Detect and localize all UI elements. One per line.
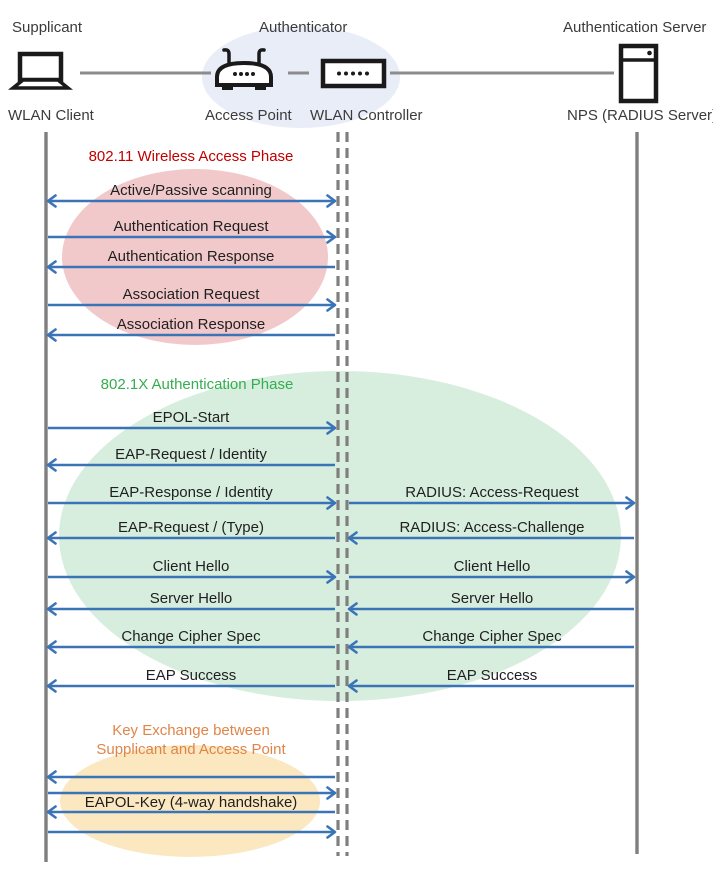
laptop-icon: [8, 51, 73, 90]
phase3-title-line2: Supplicant and Access Point: [96, 741, 286, 758]
msg-label-client-hello-left: Client Hello: [152, 558, 230, 575]
phase1-title: 802.11 Wireless Access Phase: [88, 148, 294, 165]
msg-label-eap-response-identity: EAP-Response / Identity: [109, 484, 273, 501]
role-label-authenticator: Authenticator: [259, 19, 348, 36]
msg-label-eap-request-identity: EAP-Request / Identity: [115, 446, 267, 463]
msg-label-eap-success-right: EAP Success: [446, 667, 538, 684]
device-label-wlan-controller: WLAN Controller: [310, 107, 423, 124]
device-label-nps-radius: NPS (RADIUS Server): [567, 107, 713, 124]
phase2-title: 802.1X Authentication Phase: [100, 376, 294, 393]
msg-label-radius-access-request: RADIUS: Access-Request: [405, 484, 579, 501]
wlan-controller-icon: [320, 58, 387, 89]
msg-label-client-hello-right: Client Hello: [453, 558, 531, 575]
phase3-title: Key Exchange between Supplicant and Acce…: [46, 721, 336, 759]
phase3-ellipse: [60, 745, 320, 857]
server-icon: [618, 43, 659, 104]
msg-label-change-cipher-left: Change Cipher Spec: [121, 628, 261, 645]
msg-label-radius-access-challenge: RADIUS: Access-Challenge: [399, 519, 585, 536]
msg-label-auth-request: Authentication Request: [113, 218, 269, 235]
msg-label-eap-success-left: EAP Success: [145, 667, 237, 684]
msg-label-scanning: Active/Passive scanning: [110, 182, 272, 199]
authenticator-highlight-ellipse: [202, 26, 400, 128]
message-arrows: [46, 194, 636, 839]
phase2-ellipse: [59, 371, 621, 701]
phase1-ellipse: [62, 169, 328, 345]
msg-label-eap-request-type: EAP-Request / (Type): [118, 519, 264, 536]
phase3-title-line1: Key Exchange between: [112, 722, 270, 739]
msg-label-change-cipher-right: Change Cipher Spec: [422, 628, 562, 645]
access-point-icon: [215, 48, 273, 90]
msg-label-epol-start: EPOL-Start: [152, 409, 230, 426]
msg-label-eapol-key: EAPOL-Key (4-way handshake): [84, 794, 298, 811]
msg-label-auth-response: Authentication Response: [107, 248, 275, 265]
msg-label-assoc-request: Association Request: [122, 286, 260, 303]
msg-label-assoc-response: Association Response: [116, 316, 266, 333]
role-label-authentication-server: Authentication Server: [563, 19, 707, 36]
device-label-access-point: Access Point: [205, 107, 292, 124]
msg-label-server-hello-right: Server Hello: [450, 590, 534, 607]
device-label-wlan-client: WLAN Client: [8, 107, 94, 124]
role-label-supplicant: Supplicant: [12, 19, 83, 36]
msg-label-server-hello-left: Server Hello: [149, 590, 233, 607]
